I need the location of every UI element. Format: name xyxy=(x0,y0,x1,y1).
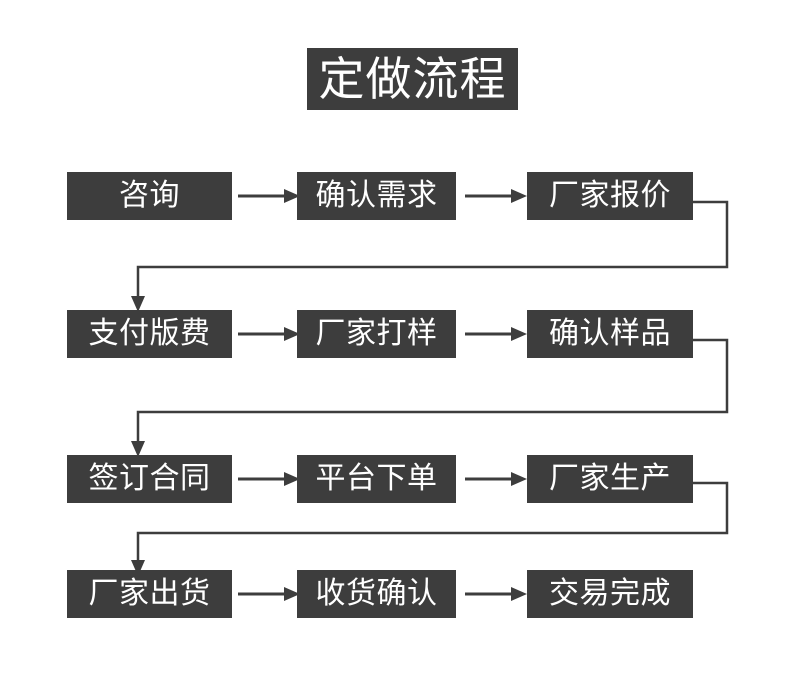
arrow-right-icon xyxy=(465,468,527,490)
node-changjiachuhuo[interactable]: 厂家出货 xyxy=(67,570,232,618)
arrow-right-icon xyxy=(465,185,527,207)
node-querenxuqiu[interactable]: 确认需求 xyxy=(297,172,456,220)
node-jiaoyiwancheng[interactable]: 交易完成 xyxy=(527,570,693,618)
node-querenyangpin[interactable]: 确认样品 xyxy=(527,310,693,358)
node-changjiashengchan[interactable]: 厂家生产 xyxy=(527,455,693,503)
node-zixun[interactable]: 咨询 xyxy=(67,172,232,220)
node-qiandinghetong[interactable]: 签订合同 xyxy=(67,455,232,503)
arrow-right-icon xyxy=(238,468,300,490)
node-zhifubanfei[interactable]: 支付版费 xyxy=(67,310,232,358)
arrow-right-icon xyxy=(238,185,300,207)
page-title: 定做流程 xyxy=(307,48,518,110)
node-shouhuoqueren[interactable]: 收货确认 xyxy=(297,570,456,618)
arrow-right-icon xyxy=(238,323,300,345)
node-changjiadayang[interactable]: 厂家打样 xyxy=(297,310,456,358)
node-changjiabaojia[interactable]: 厂家报价 xyxy=(527,172,693,220)
node-pingtaixiadan[interactable]: 平台下单 xyxy=(297,455,456,503)
arrow-right-icon xyxy=(465,583,527,605)
arrow-right-icon xyxy=(465,323,527,345)
arrow-right-icon xyxy=(238,583,300,605)
